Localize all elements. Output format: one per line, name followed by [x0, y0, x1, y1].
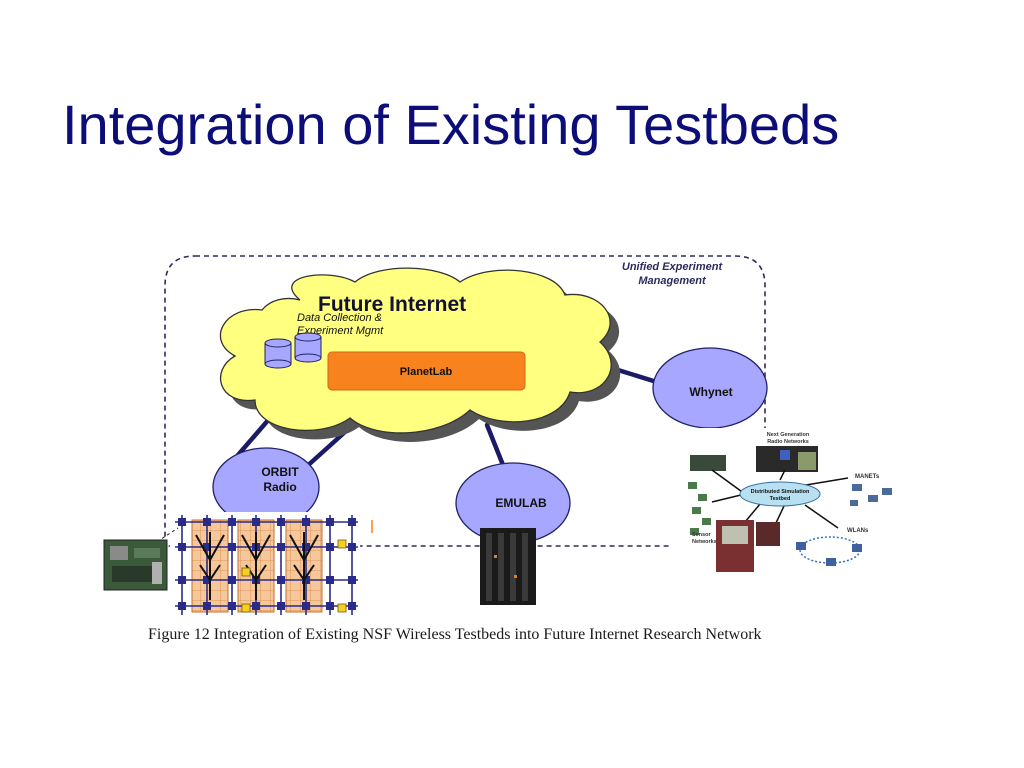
board-connector — [151, 527, 179, 546]
distributed-sim-center — [739, 481, 821, 507]
cloud-title: Future Internet — [318, 293, 466, 316]
link-whynet — [615, 367, 663, 386]
management-label-line2: Management — [638, 275, 707, 287]
next-gen-label-line2: Radio Networks — [767, 439, 809, 445]
data-label-line1: Data Collection & — [297, 312, 382, 324]
circuit-board-photo — [103, 539, 168, 591]
sensor-label-line2: Networks — [692, 539, 717, 545]
emulab-label: EMULAB — [495, 496, 547, 510]
wlans-label: WLANs — [847, 528, 869, 534]
planetlab-box — [327, 351, 526, 391]
database-icon — [264, 332, 322, 369]
next-gen-label-line1: Next Generation — [767, 432, 810, 438]
server-rack-photo — [480, 528, 536, 605]
data-label-line2: Experiment Mgmt — [297, 325, 384, 337]
planetlab-label: PlanetLab — [400, 366, 453, 378]
center-label-line1: Distributed Simulation — [751, 489, 810, 495]
figure-caption: Figure 12 Integration of Existing NSF Wi… — [148, 626, 762, 643]
management-label-line1: Unified Experiment — [622, 261, 724, 273]
center-label-line2: Testbed — [770, 496, 791, 502]
future-internet-cloud — [219, 267, 612, 434]
slide-title: Integration of Existing Testbeds — [62, 93, 840, 156]
orbit-radio-grid — [170, 512, 360, 620]
network-links — [235, 367, 663, 473]
orbit-label-line1: ORBIT — [261, 465, 299, 479]
link-orbit — [235, 415, 273, 458]
sensor-label-line1: Sensor — [692, 532, 712, 538]
distributed-simulation-panel: Next Generation Radio Networks Distribut… — [672, 428, 897, 576]
link-emulab — [484, 422, 508, 473]
link-orbit-2 — [302, 429, 348, 471]
whynet-label: Whynet — [689, 385, 732, 399]
orbit-label-line2: Radio — [263, 480, 296, 494]
manets-label: MANETs — [855, 474, 880, 480]
